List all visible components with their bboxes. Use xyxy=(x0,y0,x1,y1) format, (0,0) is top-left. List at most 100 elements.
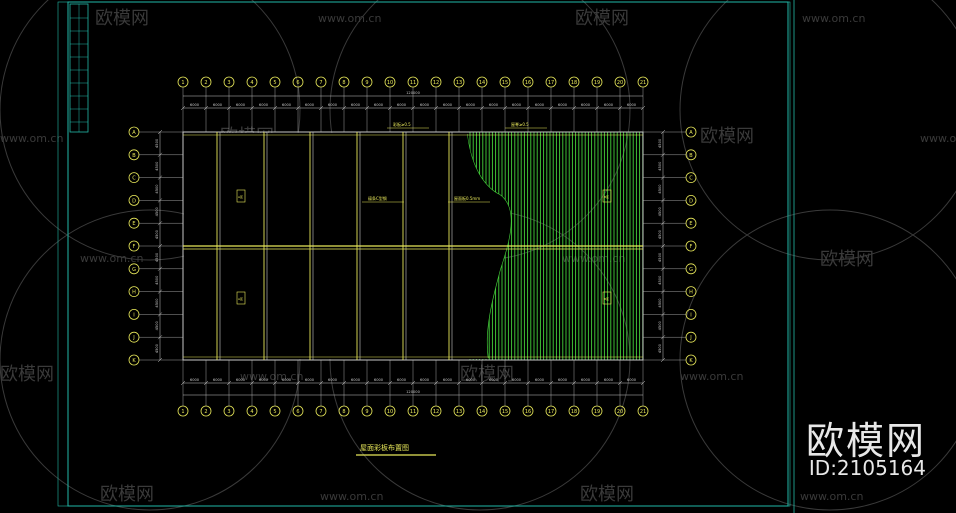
axis-label: 1 xyxy=(181,409,184,415)
bay-dimension: 6000 xyxy=(489,378,499,382)
outer-frame xyxy=(57,1,791,507)
dimension-lines: 6000 6000 6000 6000 6000 6000 6000 6000 6000 6000… xyxy=(155,91,666,396)
axis-label: 21 xyxy=(640,409,646,415)
bay-dimension: 6000 xyxy=(604,103,614,107)
dimension-tick xyxy=(640,105,646,111)
span-dimension: 4500 xyxy=(155,252,159,262)
watermark-url: www.om.cn xyxy=(80,252,143,265)
dimension-tick xyxy=(660,289,666,294)
axis-label: 11 xyxy=(410,80,416,86)
axis-label: B xyxy=(132,153,136,159)
axis-label: C xyxy=(689,176,693,182)
bay-dimension: 6000 xyxy=(397,103,407,107)
bay-dimension: 6000 xyxy=(282,103,292,107)
axis-label: B xyxy=(689,153,693,159)
span-dimension: 4500 xyxy=(155,207,159,217)
plan-note: 檩条C型钢 xyxy=(368,195,387,201)
dimension-tick xyxy=(157,357,163,363)
axis-label: 18 xyxy=(571,80,577,86)
axis-label: I xyxy=(133,312,134,318)
brand-name: 欧模网 xyxy=(805,419,926,463)
dimension-tick xyxy=(295,380,301,386)
dimension-tick xyxy=(226,105,232,111)
axis-label: E xyxy=(689,221,692,227)
dimension-tick xyxy=(249,105,255,111)
dimension-tick xyxy=(249,380,255,386)
axis-label: 4 xyxy=(250,80,253,86)
axis-label: K xyxy=(689,358,693,364)
plan-note: 彩板≥0.5 xyxy=(393,121,411,127)
span-dimension: 4500 xyxy=(155,298,159,308)
span-dimension: 4500 xyxy=(658,138,662,148)
axis-label: K xyxy=(132,358,136,364)
axis-label: G xyxy=(689,267,693,273)
dimension-tick xyxy=(525,380,531,386)
drawing-frame xyxy=(57,0,795,513)
bay-dimension: 6000 xyxy=(213,378,223,382)
bay-dimension: 6000 xyxy=(512,378,522,382)
watermark-url: www.om.cn xyxy=(318,12,381,25)
dimension-tick xyxy=(479,380,485,386)
zone-tag: B区 xyxy=(604,195,609,199)
axis-label: 3 xyxy=(227,409,230,415)
dimension-tick xyxy=(571,380,577,386)
axis-label: 2 xyxy=(204,80,207,86)
span-dimension: 4500 xyxy=(155,343,159,353)
span-dimension: 4500 xyxy=(155,138,159,148)
dimension-tick xyxy=(364,380,370,386)
dimension-tick xyxy=(660,129,666,135)
axis-label: 14 xyxy=(479,409,485,415)
dimension-tick xyxy=(157,129,163,135)
dimension-tick xyxy=(157,243,163,249)
watermark-logo: 欧模网 xyxy=(580,484,634,505)
bay-dimension: 6000 xyxy=(443,103,453,107)
zone-tag: A区 xyxy=(238,297,243,301)
span-dimension: 4500 xyxy=(155,184,159,194)
dimension-tick xyxy=(157,289,163,294)
dimension-tick xyxy=(456,105,462,111)
dimension-tick xyxy=(594,380,600,386)
axis-label: 18 xyxy=(571,409,577,415)
axis-label: 19 xyxy=(594,409,600,415)
zone-tag-box xyxy=(602,189,612,203)
bay-dimension: 6000 xyxy=(259,378,269,382)
brand-id: ID:2105164 xyxy=(808,456,926,480)
dimension-tick xyxy=(318,105,324,111)
dimension-tick xyxy=(548,380,554,386)
bay-dimension: 6000 xyxy=(489,103,499,107)
dimension-tick xyxy=(525,105,531,111)
watermark-url: www.om.cn xyxy=(0,132,63,145)
watermark-logo: 欧模网 xyxy=(95,8,149,29)
bay-dimension: 6000 xyxy=(190,378,200,382)
axis-label: 10 xyxy=(387,409,393,415)
axis-label: 20 xyxy=(617,409,623,415)
bay-dimension: 6000 xyxy=(420,378,430,382)
zone-tag-box xyxy=(236,189,246,203)
bay-dimension: 6000 xyxy=(420,103,430,107)
bay-dimension: 6000 xyxy=(351,378,361,382)
dimension-tick xyxy=(180,380,186,386)
axis-label: 12 xyxy=(433,409,439,415)
axis-label: 12 xyxy=(433,80,439,86)
axis-label: 20 xyxy=(617,80,623,86)
dimension-tick xyxy=(157,335,163,340)
dimension-tick xyxy=(502,380,508,386)
span-dimension: 4500 xyxy=(658,343,662,353)
dimension-tick xyxy=(226,380,232,386)
dimension-tick xyxy=(548,105,554,111)
dimension-tick xyxy=(456,380,462,386)
bay-dimension: 6000 xyxy=(581,378,591,382)
axis-label: 6 xyxy=(296,80,299,86)
dimension-tick xyxy=(502,105,508,111)
watermark-url: www.om.cn xyxy=(562,252,625,265)
dimension-tick xyxy=(660,152,666,157)
axis-label: 14 xyxy=(479,80,485,86)
axis-label: 13 xyxy=(456,409,462,415)
dimension-tick xyxy=(272,105,278,111)
dimension-tick xyxy=(272,380,278,386)
axis-label: 7 xyxy=(319,409,322,415)
bay-dimension: 6000 xyxy=(213,103,223,107)
dimension-tick xyxy=(157,312,163,317)
dimension-tick xyxy=(410,105,416,111)
bay-dimension: 6000 xyxy=(443,378,453,382)
